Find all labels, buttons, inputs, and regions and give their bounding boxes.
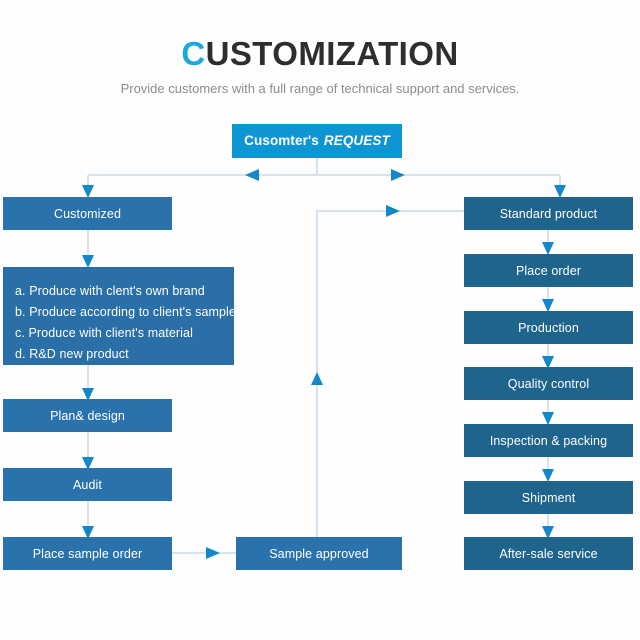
arrow-down-audit: [82, 457, 94, 470]
option-item-a: a. Produce with clent's own brand: [15, 284, 205, 298]
arrow-right-branch: [391, 169, 405, 181]
node-plan-design-label: Plan& design: [50, 408, 125, 423]
title-lead-letter: C: [181, 35, 206, 72]
arrow-down-placeorder: [542, 242, 554, 255]
arrow-down-quality: [542, 356, 554, 369]
arrow-down-inspection: [542, 412, 554, 425]
node-production-label: Production: [518, 320, 579, 335]
option-item-c: c. Produce with client's material: [15, 326, 193, 340]
title-rest: USTOMIZATION: [205, 35, 459, 72]
node-customized[interactable]: Customized: [3, 197, 172, 230]
node-audit-label: Audit: [73, 477, 102, 492]
node-standard-product-label: Standard product: [499, 206, 598, 221]
arrowheads: [82, 169, 566, 559]
node-quality-control[interactable]: Quality control: [464, 367, 633, 400]
arrow-down-shipment: [542, 469, 554, 482]
node-inspection-packing[interactable]: Inspection & packing: [464, 424, 633, 457]
arrow-down-aftersale: [542, 526, 554, 539]
page-title: CUSTOMIZATION: [0, 34, 640, 74]
node-place-order[interactable]: Place order: [464, 254, 633, 287]
node-customized-options[interactable]: a. Produce with clent's own brand b. Pro…: [3, 267, 236, 365]
node-shipment-label: Shipment: [521, 490, 576, 505]
node-quality-control-label: Quality control: [507, 376, 590, 391]
arrow-up-return: [311, 372, 323, 385]
page-subtitle: Provide customers with a full range of t…: [120, 81, 520, 96]
node-place-sample-order[interactable]: Place sample order: [3, 537, 172, 570]
node-place-order-label: Place order: [515, 263, 582, 278]
wire-sampleapproved-to-standard: [316, 210, 464, 537]
node-shipment[interactable]: Shipment: [464, 481, 633, 514]
node-standard-product[interactable]: Standard product: [464, 197, 633, 230]
node-inspection-packing-label: Inspection & packing: [489, 433, 608, 448]
arrow-down-options: [82, 255, 94, 268]
arrow-down-customized: [82, 185, 94, 198]
node-customer-request-emphasis: REQUEST: [323, 133, 390, 148]
arrow-down-standard: [554, 185, 566, 198]
arrow-right-standard: [386, 205, 400, 217]
option-item-d: d. R&D new product: [15, 347, 129, 361]
option-item-b: b. Produce according to client's sample: [15, 305, 236, 319]
node-after-sale-service-label: After-sale service: [499, 546, 598, 561]
node-production[interactable]: Production: [464, 311, 633, 344]
node-plan-design[interactable]: Plan& design: [3, 399, 172, 432]
arrow-down-placesample: [82, 526, 94, 539]
node-sample-approved[interactable]: Sample approved: [236, 537, 402, 570]
arrow-down-production: [542, 299, 554, 312]
node-customized-label: Customized: [54, 206, 121, 221]
arrow-right-sampleapproved: [206, 547, 220, 559]
node-place-sample-order-label: Place sample order: [32, 546, 143, 561]
node-audit[interactable]: Audit: [3, 468, 172, 501]
node-sample-approved-label: Sample approved: [269, 546, 369, 561]
arrow-down-plan: [82, 388, 94, 401]
node-customer-request-label: Cusomter's: [244, 133, 319, 148]
node-customer-request[interactable]: Cusomter's REQUEST: [232, 124, 402, 158]
node-after-sale-service[interactable]: After-sale service: [464, 537, 633, 570]
arrow-left-branch: [245, 169, 259, 181]
